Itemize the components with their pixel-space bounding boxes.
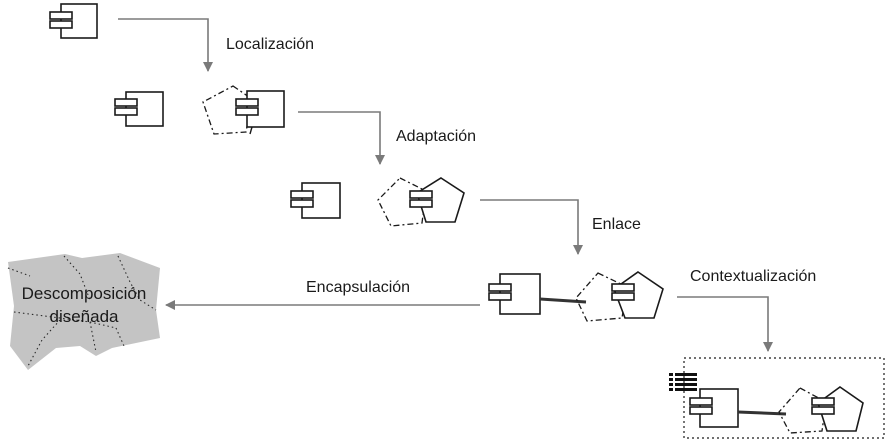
label-enlace: Enlace xyxy=(592,216,641,233)
decomposition-label-line1: Descomposición xyxy=(22,284,147,303)
component-icon xyxy=(49,3,98,39)
component-icon xyxy=(114,91,164,127)
adapted-component-icon xyxy=(202,85,285,135)
flow-arrow-adaptacion xyxy=(298,111,385,165)
flow-arrow-localizacion xyxy=(118,18,213,72)
list-icon xyxy=(669,373,697,391)
label-adaptacion: Adaptación xyxy=(396,128,476,145)
decomposition-label-line2: diseñada xyxy=(49,307,119,326)
linked-components-icon xyxy=(488,271,664,322)
designed-decomposition-shape: Descomposición diseñada xyxy=(7,253,160,370)
component-icon xyxy=(290,182,341,219)
flow-arrow-enlace xyxy=(480,199,583,255)
adapted-component-icon xyxy=(377,177,465,227)
label-encapsulacion: Encapsulación xyxy=(306,279,410,296)
label-contextualizacion: Contextualización xyxy=(690,268,816,285)
contextualized-component-group xyxy=(683,357,885,439)
flow-arrow-contextualizacion xyxy=(677,296,773,352)
label-localizacion: Localización xyxy=(226,36,314,53)
